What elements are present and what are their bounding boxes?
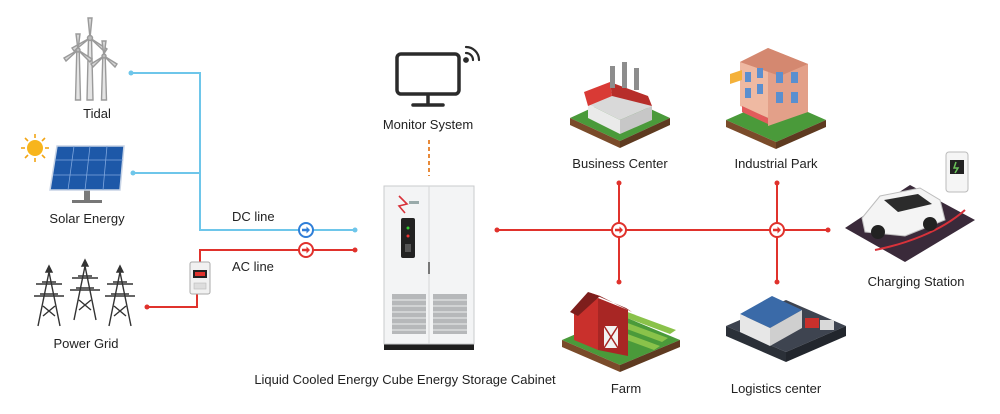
building-icon: [726, 48, 826, 149]
grid-to-meter-line: [147, 292, 198, 308]
cabinet-vent-left: [392, 294, 426, 334]
ac-lines: [147, 183, 828, 308]
farm-label: Farm: [610, 381, 642, 396]
dc-line-dots: [128, 70, 358, 233]
wind-turbine-icon: [63, 17, 118, 101]
monitor-system-label: Monitor System: [382, 117, 474, 132]
storage-cabinet-icon: [383, 185, 475, 350]
logistics-center-label: Logistics center: [730, 381, 822, 396]
ac-line-dots: [144, 180, 831, 310]
industrial-park-label: Industrial Park: [734, 156, 818, 171]
wifi-icon: [463, 45, 481, 63]
factory-icon: [570, 62, 670, 148]
monitor-icon: [395, 52, 461, 107]
cabinet-label: Liquid Cooled Energy Cube Energy Storage…: [254, 372, 556, 387]
dc-lines: [131, 72, 355, 231]
meter-ac-line: [199, 249, 355, 262]
sun-icon: [21, 134, 49, 162]
solar-energy-label: Solar Energy: [49, 211, 125, 226]
tidal-dc-line: [131, 72, 355, 231]
arrow-right-icon: [769, 222, 785, 238]
power-pylon-icon: [34, 258, 135, 327]
solar-panel-icon: [49, 145, 125, 203]
warehouse-icon: [726, 296, 846, 362]
tidal-label: Tidal: [83, 106, 111, 121]
power-grid-label: Power Grid: [53, 336, 119, 351]
charging-station-icon: [845, 151, 975, 262]
electric-meter-icon: [189, 261, 211, 295]
charging-station-label: Charging Station: [867, 274, 965, 289]
arrow-right-icon: [611, 222, 627, 238]
arrow-right-icon: [298, 222, 314, 238]
business-center-label: Business Center: [572, 156, 668, 171]
arrow-right-icon: [298, 242, 314, 258]
barn-icon: [562, 292, 680, 372]
ac-line-label: AC line: [232, 259, 274, 274]
dc-line-label: DC line: [232, 209, 275, 224]
cabinet-vent-right: [433, 294, 467, 334]
